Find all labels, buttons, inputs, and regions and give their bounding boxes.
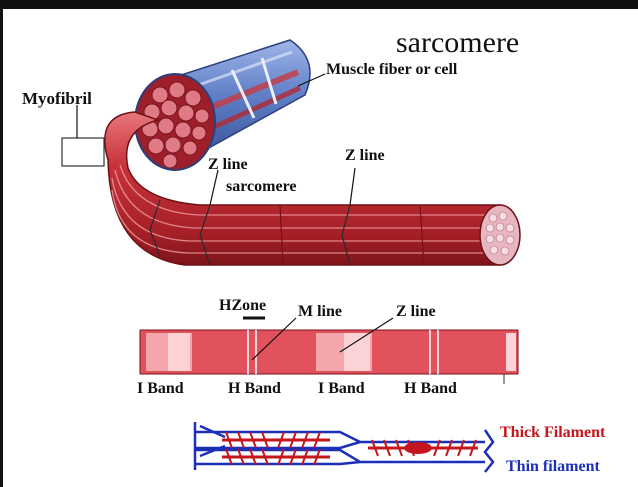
label-sarcomere-mid: sarcomere: [226, 179, 296, 195]
label-thin-filament: Thin filament: [506, 459, 600, 475]
muscle-fiber: [135, 40, 310, 170]
label-z-line-band: Z line: [396, 304, 436, 320]
band-strip: [140, 318, 518, 384]
label-myofibril: Myofibril: [22, 90, 92, 107]
label-hzone: HZone: [219, 298, 266, 314]
filaments: [195, 422, 493, 472]
diagram-title: sarcomere: [396, 28, 519, 58]
label-muscle-fiber: Muscle fiber or cell: [326, 62, 457, 78]
label-z-line-top: Z line: [345, 148, 385, 164]
label-h-band-2: H Band: [404, 381, 457, 397]
label-i-band-1: I Band: [137, 381, 184, 397]
label-z-line-left: Z line: [208, 157, 248, 173]
label-h-band-1: H Band: [228, 381, 281, 397]
label-i-band-2: I Band: [318, 381, 365, 397]
label-m-line: M line: [298, 304, 342, 320]
label-thick-filament: Thick Filament: [500, 425, 605, 441]
